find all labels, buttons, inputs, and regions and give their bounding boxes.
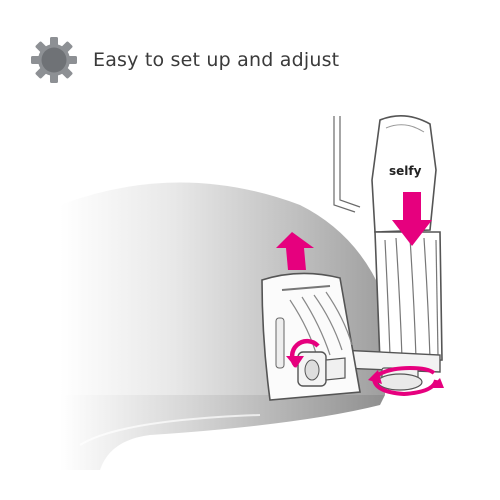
selfy-brand-label: selfy (389, 164, 422, 178)
wire-rods (333, 116, 361, 213)
up-arrow-icon (276, 232, 314, 270)
down-arrow-icon (392, 192, 432, 246)
feature-header: Easy to set up and adjust (30, 36, 339, 84)
adjust-knob (297, 351, 346, 387)
device-base (60, 395, 385, 470)
bottom-screw (377, 367, 423, 391)
gear-icon (31, 37, 77, 83)
clamp-body (339, 231, 443, 373)
feature-title: Easy to set up and adjust (93, 49, 340, 71)
